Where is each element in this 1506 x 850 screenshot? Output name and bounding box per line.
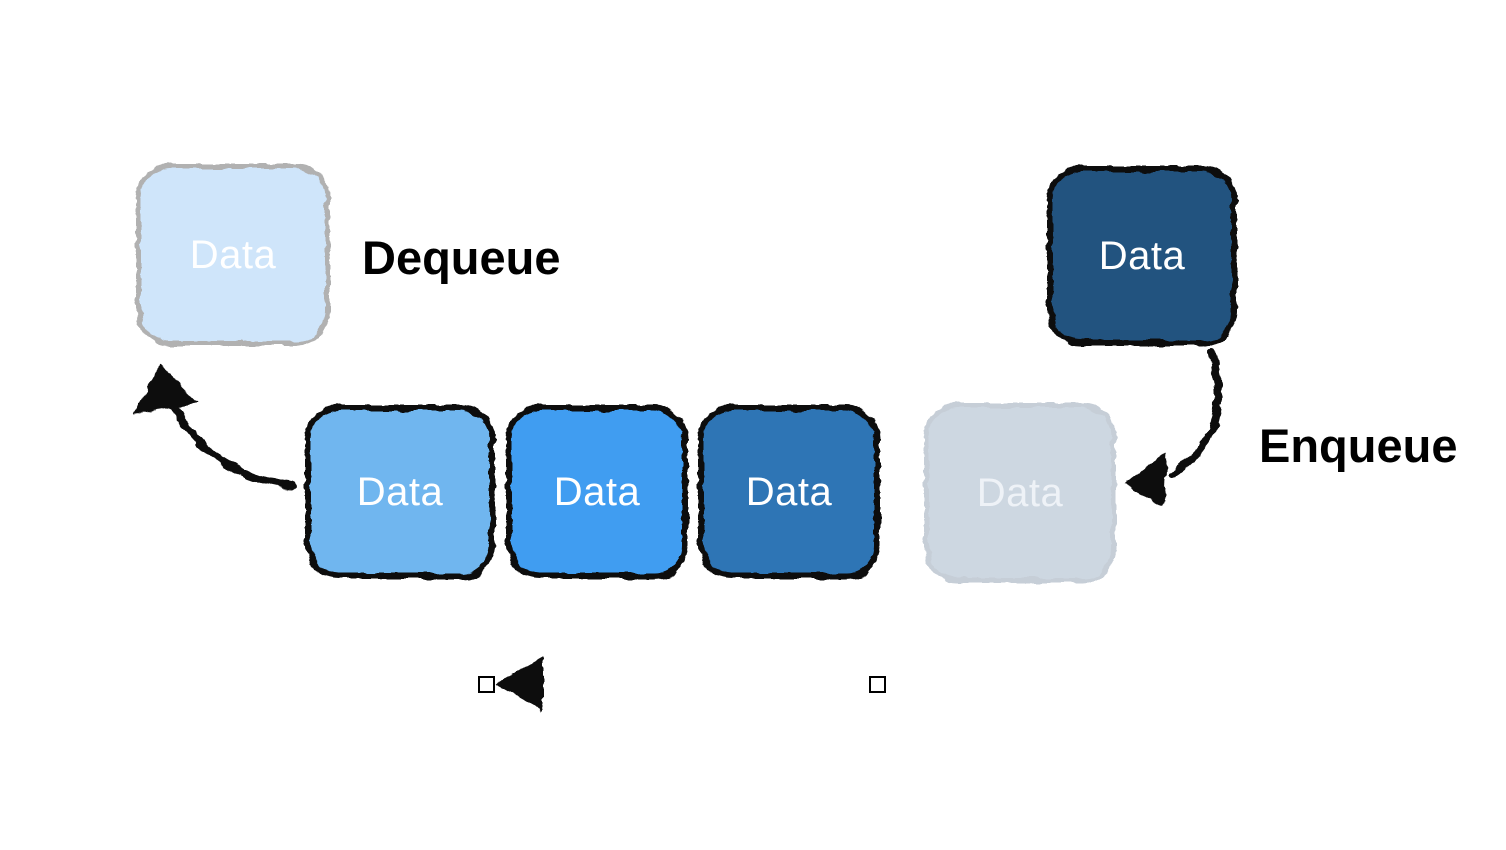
- dequeued-box-face: [136, 164, 330, 346]
- enqueue-operation-label: Enqueue: [1259, 419, 1458, 472]
- queue-item-4-label: Data: [976, 470, 1064, 515]
- queue-item-4-face: [924, 403, 1116, 583]
- selection-handle-start[interactable]: [478, 676, 495, 693]
- direction-arrowhead-icon: [495, 657, 543, 711]
- queue-item-2-face: [506, 405, 688, 579]
- enqueue-box-label: Data: [1098, 233, 1186, 278]
- queue-item-2-label: Data: [553, 469, 641, 514]
- queue-item-3-face: [698, 405, 880, 579]
- dequeued-box-label: Data: [189, 232, 277, 277]
- queue-item-3-label: Data: [745, 469, 833, 514]
- dequeue-operation-label: Dequeue: [362, 231, 561, 284]
- dequeued-data-box[interactable]: Data: [136, 164, 330, 346]
- enqueue-box-face: [1047, 166, 1237, 346]
- queue-item-1-label: Data: [356, 469, 444, 514]
- queue-item-2[interactable]: Data: [506, 405, 688, 579]
- selection-handle-end[interactable]: [869, 676, 886, 693]
- queue-item-1[interactable]: Data: [305, 405, 495, 579]
- queue-direction-arrow[interactable]: [478, 657, 886, 711]
- queue-item-3[interactable]: Data: [698, 405, 880, 579]
- dequeue-arrow[interactable]: [133, 365, 296, 490]
- enqueue-arrowhead-icon: [1123, 452, 1167, 507]
- dequeue-arrowhead-icon: [133, 365, 199, 414]
- queue-item-1-face: [305, 405, 495, 579]
- enqueue-arrow[interactable]: [1123, 348, 1223, 507]
- enqueue-data-box[interactable]: Data: [1047, 166, 1237, 346]
- queue-item-4-incoming[interactable]: Data: [924, 403, 1116, 583]
